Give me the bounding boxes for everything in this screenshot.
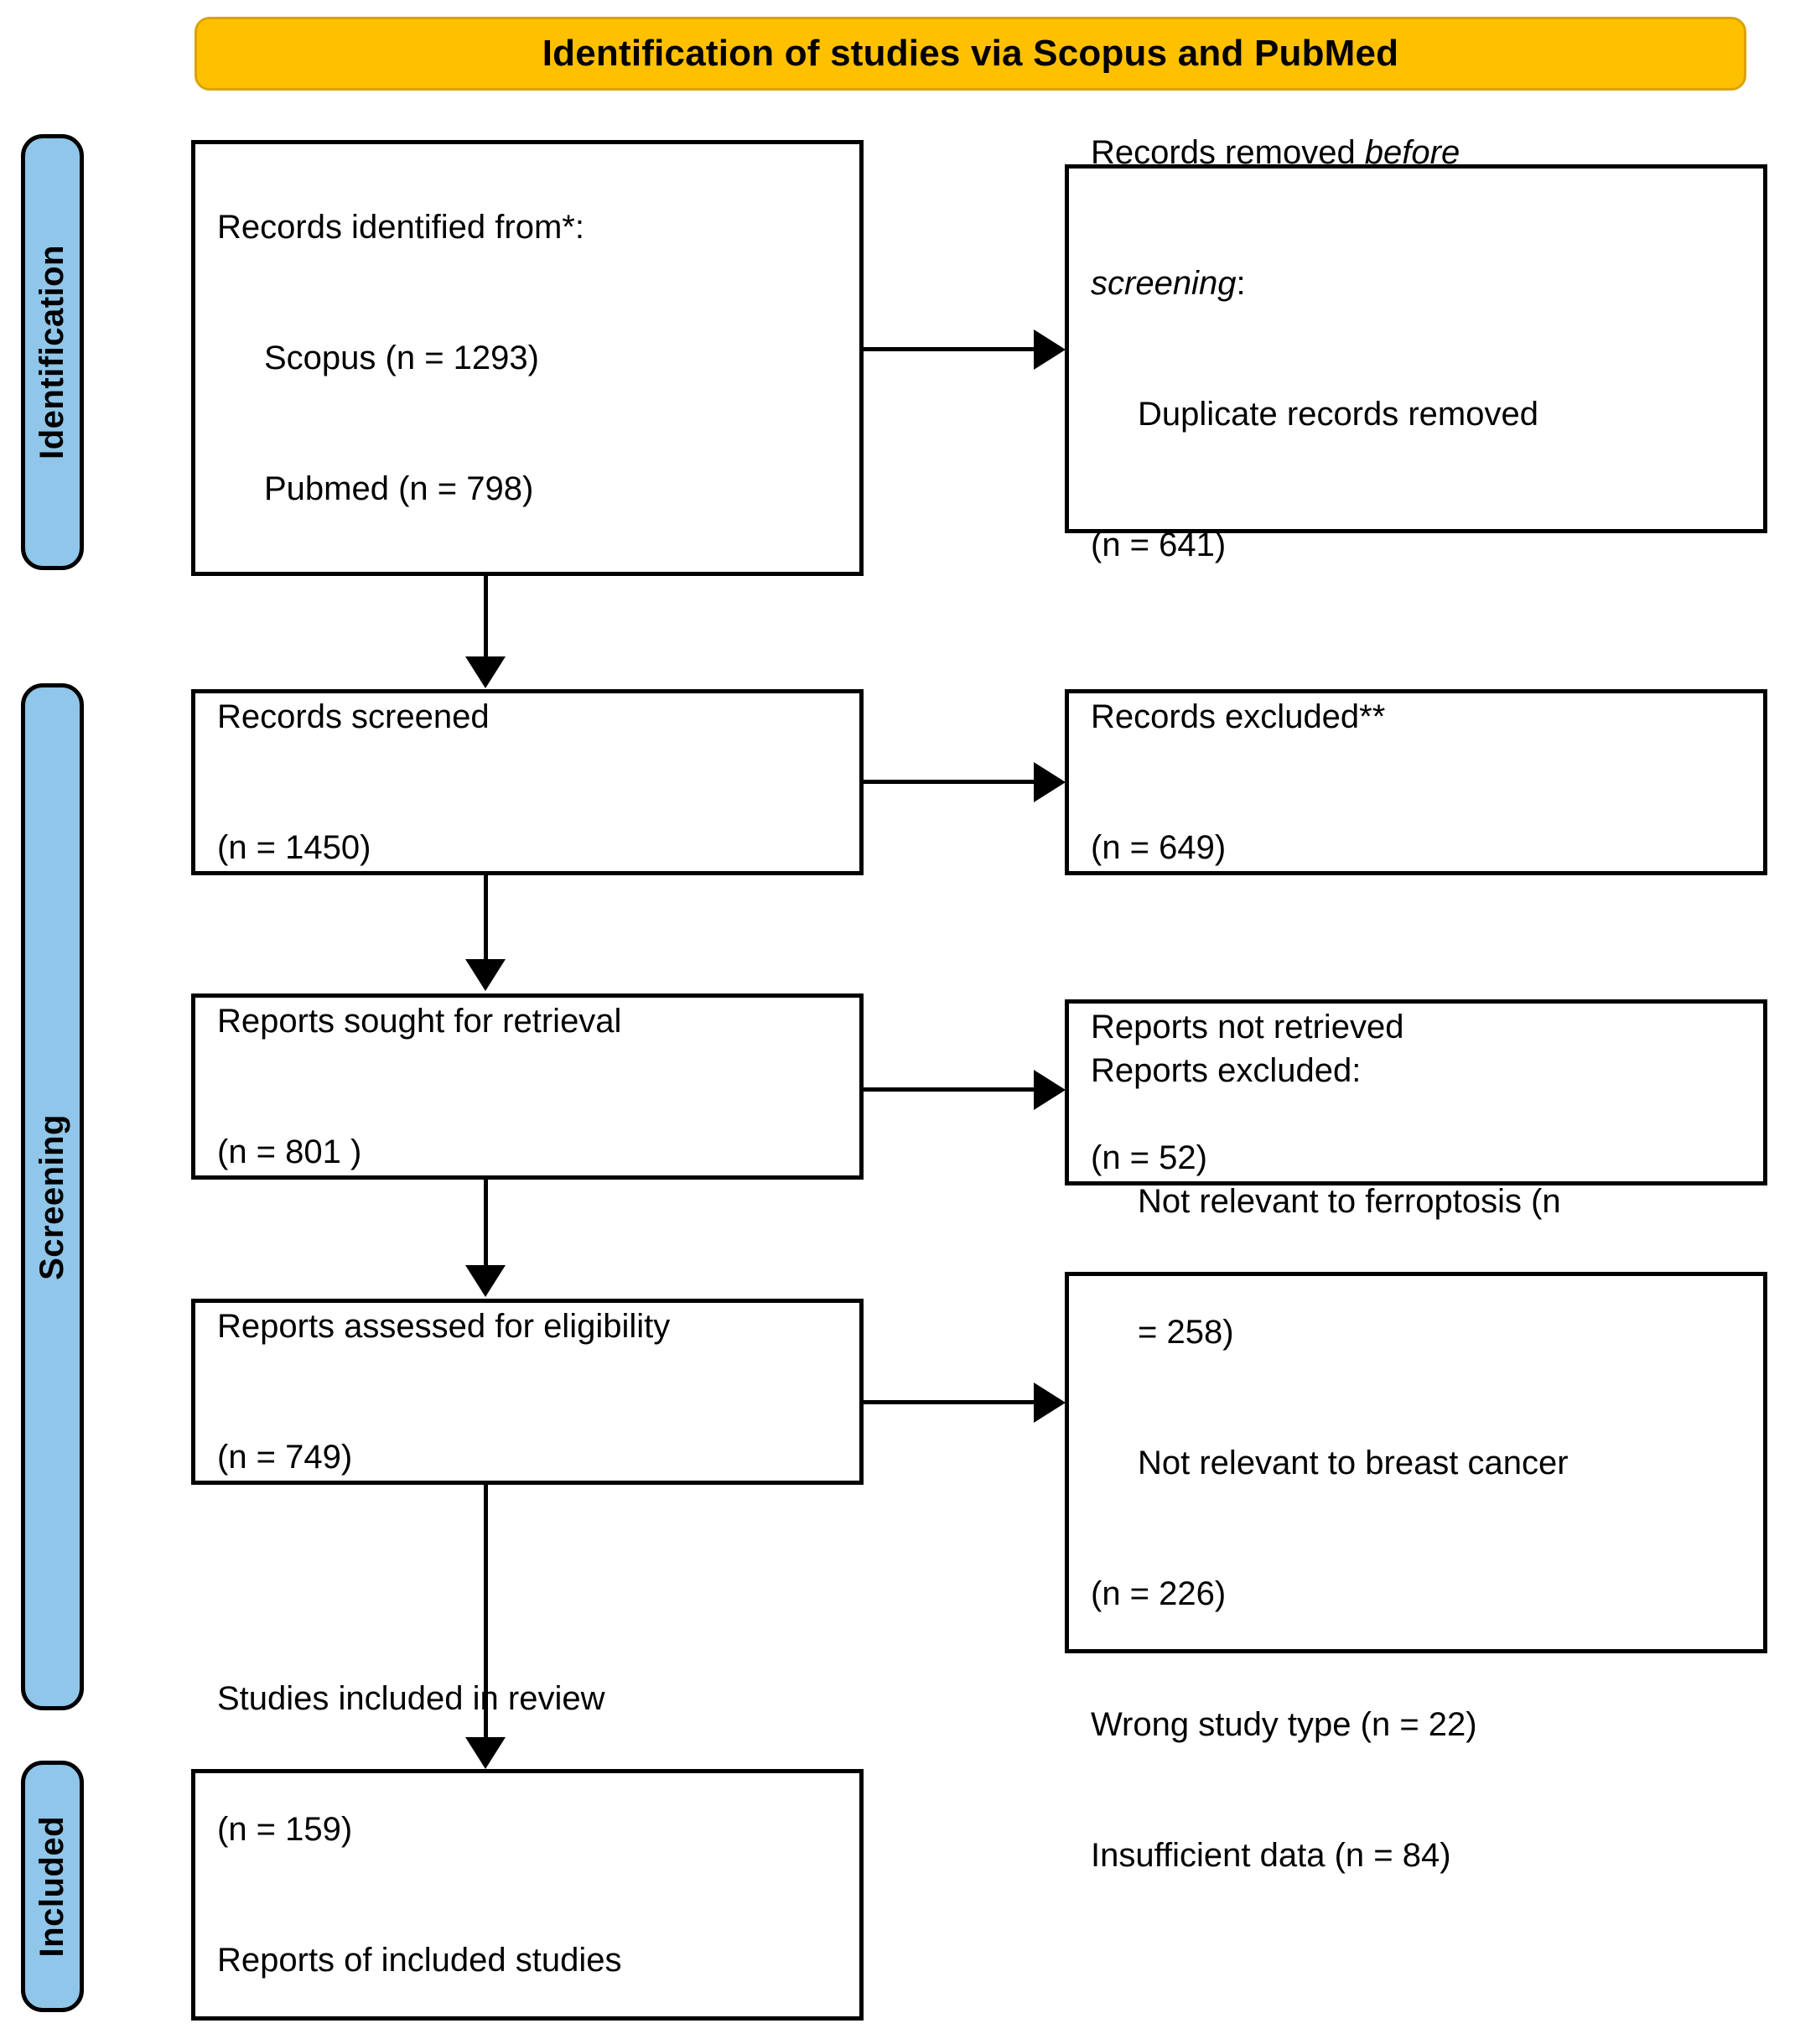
reports-sought-count: (n = 801 ) (217, 1134, 362, 1170)
records-removed-title-colon: : (1236, 265, 1246, 302)
studies-included-title: Studies included in review (217, 1680, 605, 1717)
reports-of-included-studies-title: Reports of included studies (217, 1942, 622, 1979)
box-records-removed-before-screening: Records removed before screening: Duplic… (1065, 134, 1767, 563)
connector-sought-to-not-retrieved-line (864, 1087, 1035, 1092)
stage-label-included: Included (34, 1815, 70, 1958)
connector-identified-to-screened-line (484, 576, 488, 660)
connector-assessed-to-excluded-line (864, 1400, 1035, 1404)
records-screened-count: (n = 1450) (217, 829, 371, 866)
connector-identified-to-screened-arrowhead (465, 656, 506, 688)
records-identified-pubmed: Pubmed (n = 798) (264, 470, 534, 507)
connector-identified-to-removed-line (864, 347, 1035, 351)
box-reports-assessed-for-eligibility: Reports assessed for eligibility (n = 74… (191, 1299, 864, 1485)
reports-assessed-title: Reports assessed for eligibility (217, 1308, 671, 1345)
records-removed-title-line2: screening: (1091, 262, 1741, 305)
connector-sought-to-not-retrieved-arrowhead (1034, 1070, 1066, 1110)
reports-excluded-reason-ferroptosis: Not relevant to ferroptosis (n (1138, 1182, 1561, 1220)
reports-excluded-title: Reports excluded: (1091, 1051, 1362, 1089)
stage-bar-included: Included (21, 1761, 84, 2012)
stage-label-identification: Identification (34, 245, 70, 459)
connector-assessed-to-excluded-arrowhead (1034, 1383, 1066, 1423)
connector-screened-to-sought-arrowhead (465, 959, 506, 991)
reports-assessed-count: (n = 749) (217, 1439, 353, 1476)
reports-not-retrieved-count: (n = 52) (1091, 1139, 1207, 1176)
reports-excluded-reason-breast-cancer-count: (n = 226) (1091, 1575, 1227, 1612)
box-records-identified: Records identified from*: Scopus (n = 12… (191, 140, 864, 576)
records-screened-title: Records screened (217, 698, 490, 735)
records-removed-title-italic-before: before (1364, 134, 1460, 171)
box-reports-not-retrieved: Reports not retrieved (n = 52) (1065, 999, 1767, 1185)
records-removed-duplicates: Duplicate records removed (1138, 396, 1538, 433)
connector-screened-to-excluded-line (864, 780, 1035, 784)
records-removed-count: (n = 641) (1091, 527, 1227, 563)
reports-excluded-reason-wrong-study-type: Wrong study type (n = 22) (1091, 1705, 1477, 1743)
connector-screened-to-sought-line (484, 875, 488, 962)
box-reports-excluded: Reports excluded: Not relevant to ferrop… (1065, 1052, 1767, 1874)
stage-label-screening: Screening (34, 1113, 70, 1280)
diagram-title-banner: Identification of studies via Scopus and… (195, 17, 1746, 91)
records-identified-scopus: Scopus (n = 1293) (264, 340, 539, 376)
connector-assessed-to-included-arrowhead (465, 1737, 506, 1769)
reports-excluded-reason-ferroptosis-count: = 258) (1138, 1313, 1234, 1351)
box-records-screened: Records screened (n = 1450) (191, 689, 864, 875)
records-removed-title-prefix: Records removed (1091, 134, 1365, 171)
records-identified-title: Records identified from*: (217, 209, 584, 246)
records-excluded-count: (n = 649) (1091, 829, 1227, 866)
connector-assessed-to-included-line (484, 1485, 488, 1741)
reports-excluded-reason-breast-cancer: Not relevant to breast cancer (1138, 1444, 1569, 1481)
studies-included-count: (n = 159) (217, 1811, 353, 1848)
box-reports-sought-for-retrieval: Reports sought for retrieval (n = 801 ) (191, 993, 864, 1180)
records-removed-title-line1: Records removed before (1091, 131, 1741, 174)
stage-bar-identification: Identification (21, 134, 84, 570)
records-excluded-title: Records excluded** (1091, 698, 1386, 735)
stage-bar-screening: Screening (21, 683, 84, 1710)
connector-identified-to-removed-arrowhead (1034, 329, 1066, 370)
reports-not-retrieved-title: Reports not retrieved (1091, 1009, 1404, 1045)
connector-sought-to-assessed-arrowhead (465, 1265, 506, 1297)
records-removed-title-italic-screening: screening (1091, 265, 1237, 302)
connector-screened-to-excluded-arrowhead (1034, 762, 1066, 802)
diagram-title: Identification of studies via Scopus and… (542, 32, 1399, 74)
reports-excluded-reason-insufficient-data: Insufficient data (n = 84) (1091, 1836, 1451, 1874)
box-studies-included-in-review: Studies included in review (n = 159) Rep… (191, 1680, 864, 2021)
reports-sought-title: Reports sought for retrieval (217, 1003, 622, 1040)
connector-sought-to-assessed-line (484, 1180, 488, 1268)
box-records-excluded: Records excluded** (n = 649) (1065, 689, 1767, 875)
